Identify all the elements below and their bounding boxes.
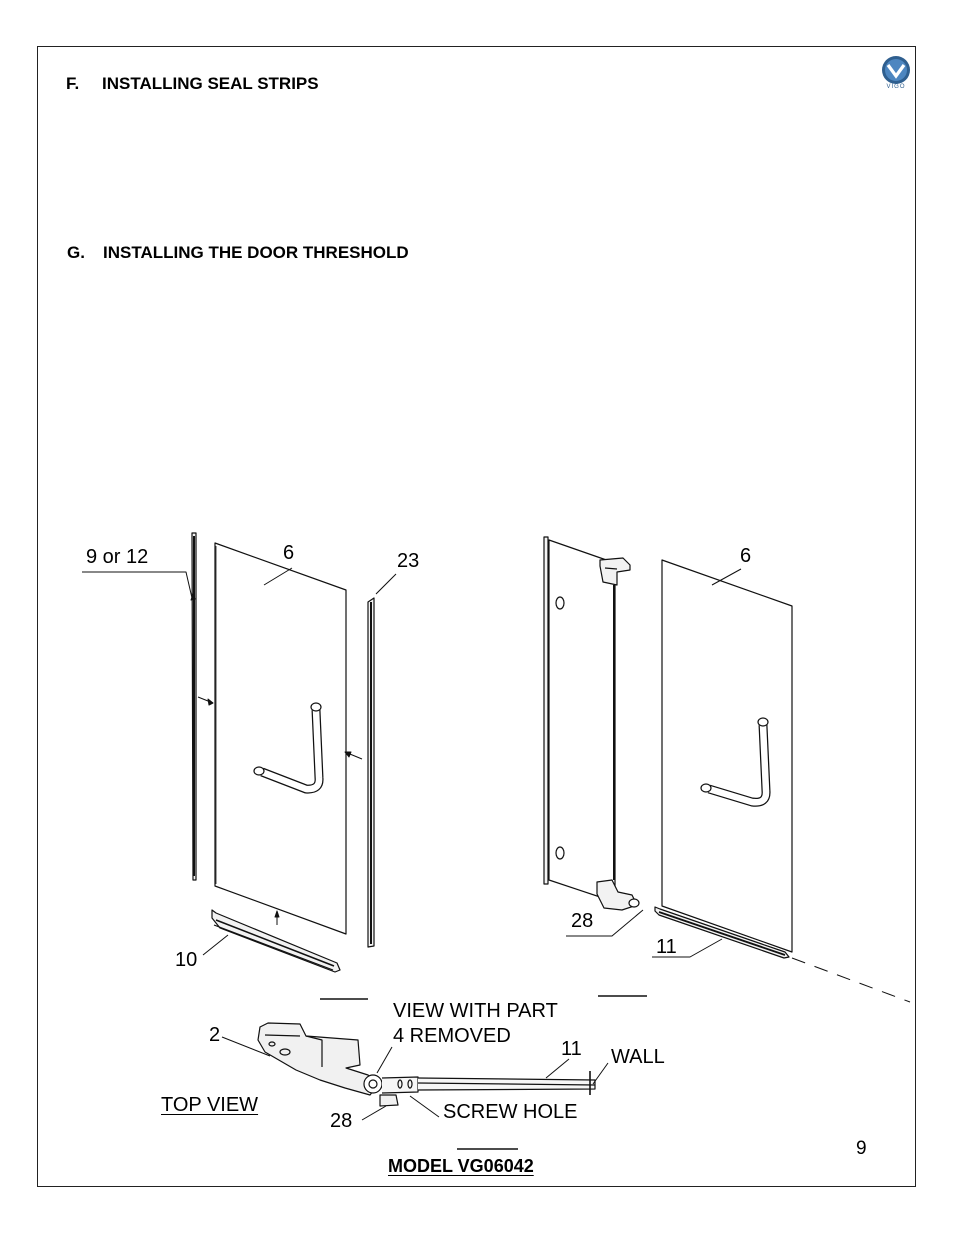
leader-lines-left [82, 567, 397, 956]
threshold-10 [211, 909, 341, 973]
door-handle-right-icon [700, 717, 771, 807]
model-label: MODEL VG06042 [388, 1156, 534, 1176]
hinge-top [599, 557, 631, 586]
glass-door-right [661, 559, 793, 953]
leader-lines-right [566, 568, 742, 958]
callout-11-top-view: 11 [561, 1038, 582, 1060]
threshold-11 [654, 906, 790, 959]
vigo-logo-icon [882, 56, 910, 84]
section-heading-f: F. INSTALLING SEAL STRIPS [66, 74, 319, 94]
callout-6-right: 6 [740, 545, 752, 567]
seal-strip-9-or-12 [191, 532, 197, 881]
top-view-hinge-detail [257, 1022, 596, 1107]
section-letter: G. [67, 243, 85, 262]
wall-label: WALL [611, 1046, 665, 1068]
screw-hole-label: SCREW HOLE [443, 1101, 578, 1123]
leader-lines-top-view [221, 1036, 609, 1121]
callout-9-or-12: 9 or 12 [86, 546, 149, 568]
section-letter: F. [66, 74, 80, 93]
page-number: 9 [856, 1138, 867, 1159]
callout-11: 11 [656, 936, 677, 958]
section-title: INSTALLING THE DOOR THRESHOLD [103, 243, 409, 262]
arrow-markers-left [197, 696, 363, 925]
top-view-label: TOP VIEW [161, 1094, 259, 1116]
page-frame [37, 46, 916, 1187]
section-title: INSTALLING SEAL STRIPS [102, 74, 319, 93]
view-with-part-label-line1: VIEW WITH PART [393, 1000, 558, 1022]
callout-28: 28 [571, 910, 594, 932]
callout-6-left: 6 [283, 542, 295, 564]
logo-text: VIGO [886, 84, 906, 90]
glass-door-left [214, 542, 347, 935]
callout-23: 23 [397, 550, 420, 572]
dash-line [791, 957, 911, 1003]
seal-strip-23 [367, 597, 375, 948]
fixed-panel [543, 536, 616, 903]
callout-10: 10 [175, 949, 198, 971]
view-with-part-label-line2: 4 REMOVED [393, 1025, 511, 1047]
section-heading-g: G. INSTALLING THE DOOR THRESHOLD [67, 243, 409, 263]
callout-2: 2 [209, 1024, 221, 1046]
hinge-bottom [596, 879, 640, 911]
callout-28-top-view: 28 [330, 1110, 353, 1132]
door-handle-left-icon [253, 702, 324, 794]
